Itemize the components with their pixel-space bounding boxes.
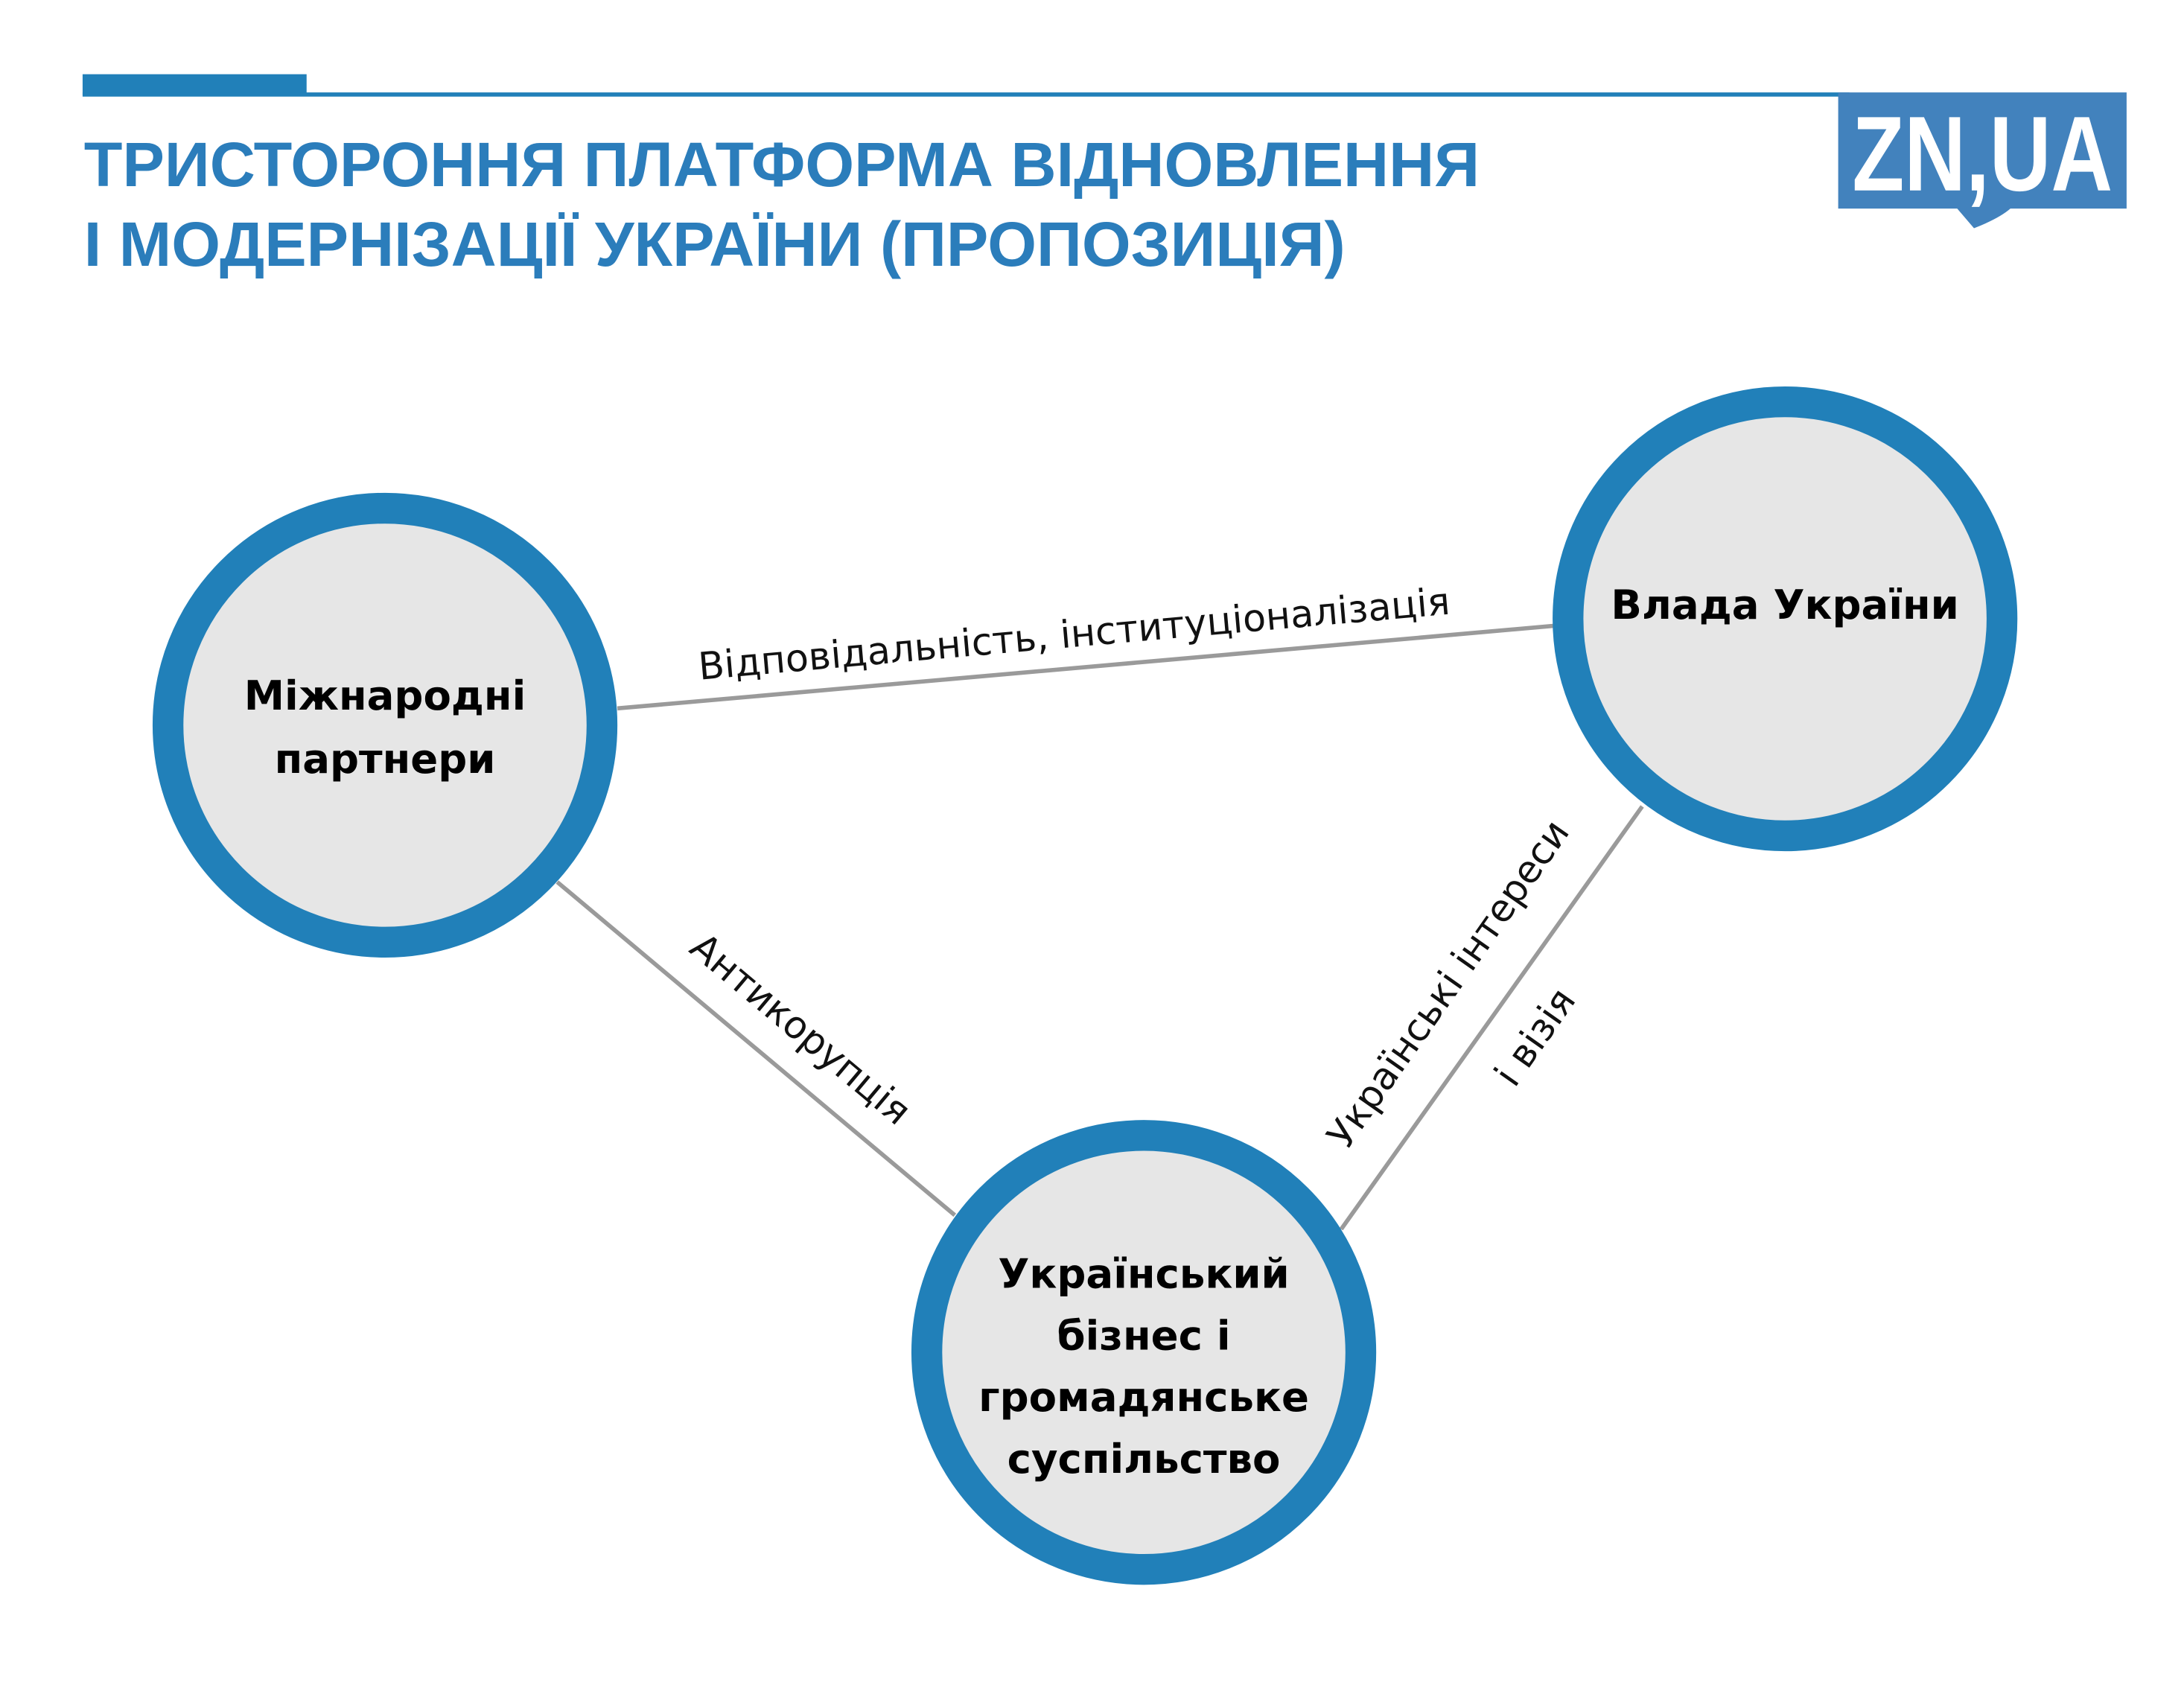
node-international-partners: Міжнародні партнери xyxy=(152,492,618,958)
edge-partners-business xyxy=(555,880,957,1217)
node-business-civil-society: Український бізнес і громадянське суспіл… xyxy=(911,1120,1377,1585)
node-ukraine-government: Влада України xyxy=(1553,386,2018,852)
header-rule xyxy=(82,92,1850,97)
node-label-line: партнери xyxy=(275,735,496,783)
edge-label-interests: Українські інтереси xyxy=(1319,812,1578,1156)
page-title-line1: ТРИСТОРОННЯ ПЛАТФОРМА ВІДНОВЛЕННЯ xyxy=(84,129,1480,200)
node-label-line: громадянське xyxy=(978,1373,1309,1421)
node-label-line: Влада України xyxy=(1611,581,1958,628)
edge-label-anticorruption: Антикорупція xyxy=(682,924,920,1133)
node-label-line: бізнес і xyxy=(1057,1311,1231,1359)
zn-ua-logo: ZN,UA xyxy=(1838,92,2127,229)
edge-partners-government xyxy=(617,623,1555,711)
edge-government-business xyxy=(1339,805,1644,1231)
edge-label-vision: і візія xyxy=(1486,980,1584,1094)
page-title-line2: І МОДЕРНІЗАЦІЇ УКРАЇНИ (ПРОПОЗИЦІЯ) xyxy=(84,208,1346,279)
edge-label-accountability: Відповідальність, інституціоналізація xyxy=(696,579,1451,689)
node-label-line: Український xyxy=(998,1250,1289,1298)
logo-text: ZN,UA xyxy=(1852,95,2113,214)
node-label-line: Міжнародні xyxy=(244,672,526,719)
header-accent-bar xyxy=(82,74,307,95)
node-label-line: суспільство xyxy=(1007,1435,1281,1483)
